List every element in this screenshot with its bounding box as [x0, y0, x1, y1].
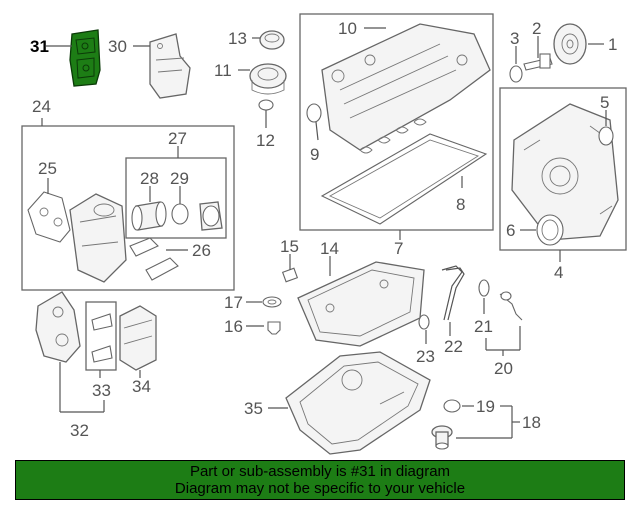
part-28-filter[interactable] [131, 201, 167, 231]
callout-26[interactable]: 26 [192, 241, 211, 260]
callout-3[interactable]: 3 [510, 29, 519, 48]
callout-32[interactable]: 32 [70, 421, 89, 440]
part-11[interactable] [249, 63, 287, 95]
callout-35[interactable]: 35 [244, 399, 263, 418]
part-17-washer[interactable] [262, 296, 282, 308]
dipstick [499, 291, 523, 321]
callout-24[interactable]: 24 [32, 97, 51, 116]
callout-15[interactable]: 15 [280, 237, 299, 256]
callout-22[interactable]: 22 [444, 337, 463, 356]
callout-34[interactable]: 34 [132, 377, 151, 396]
part-29-oring[interactable] [171, 203, 189, 225]
part-13[interactable] [259, 30, 285, 50]
oil-level-sensor [431, 425, 453, 450]
filter-cap [199, 201, 223, 231]
group-box-4 [499, 87, 627, 251]
part-6-seal[interactable] [536, 214, 564, 246]
part-2-bolt[interactable] [523, 53, 553, 71]
part-22-dipstick-tube[interactable] [441, 265, 465, 321]
part-8-gasket[interactable] [320, 133, 488, 225]
callout-10[interactable]: 10 [338, 19, 357, 38]
part-14-oil-pan[interactable] [297, 261, 425, 347]
part-16-plug[interactable] [267, 321, 281, 335]
callout-9[interactable]: 9 [310, 145, 319, 164]
callout-33[interactable]: 33 [92, 381, 111, 400]
oil-filter-housing [69, 193, 127, 283]
callout-19[interactable]: 19 [476, 397, 495, 416]
callout-27[interactable]: 27 [168, 129, 187, 148]
part-12[interactable] [258, 99, 274, 111]
part-15[interactable] [281, 267, 299, 283]
part-34-cover[interactable] [119, 305, 157, 371]
part-35-lower-pan[interactable] [285, 351, 431, 455]
part-33-gaskets[interactable] [91, 313, 113, 363]
callout-20[interactable]: 20 [494, 359, 513, 378]
callout-23[interactable]: 23 [416, 347, 435, 366]
callout-31[interactable]: 31 [30, 37, 49, 56]
group-box-7 [299, 13, 494, 231]
callout-21[interactable]: 21 [474, 317, 493, 336]
info-banner: Part or sub-assembly is #31 in diagram D… [15, 460, 625, 500]
banner-line-1: Part or sub-assembly is #31 in diagram [189, 463, 451, 480]
part-1-pulley[interactable] [553, 23, 587, 65]
group-box-27 [125, 157, 227, 239]
part-32-pump[interactable] [35, 291, 81, 363]
callout-11[interactable]: 11 [214, 61, 232, 80]
part-9[interactable] [306, 103, 322, 123]
callout-7[interactable]: 7 [394, 239, 403, 258]
part-4-cover[interactable] [511, 103, 619, 241]
part-3-washer[interactable] [509, 65, 523, 83]
callout-29[interactable]: 29 [170, 169, 189, 188]
callout-25[interactable]: 25 [38, 159, 57, 178]
callout-1[interactable]: 1 [608, 35, 617, 54]
callout-12[interactable]: 12 [256, 131, 275, 150]
callout-28[interactable]: 28 [140, 169, 159, 188]
part-23-oring[interactable] [418, 314, 430, 330]
part-30[interactable] [149, 33, 191, 99]
callout-5[interactable]: 5 [600, 93, 609, 112]
part-31-highlighted[interactable] [69, 29, 101, 87]
parts-diagram: 31 30 13 11 12 10 9 [21, 13, 627, 455]
banner-line-2: Diagram may not be specific to your vehi… [174, 480, 466, 497]
group-box-24 [21, 125, 235, 291]
callout-16[interactable]: 16 [224, 317, 243, 336]
callout-30[interactable]: 30 [108, 37, 127, 56]
part-19-washer[interactable] [443, 399, 461, 413]
callout-6[interactable]: 6 [506, 221, 515, 240]
callout-18[interactable]: 18 [522, 413, 541, 432]
part-21-oring[interactable] [478, 279, 490, 297]
callout-8[interactable]: 8 [456, 195, 465, 214]
part-25-gasket[interactable] [27, 191, 71, 243]
callout-2[interactable]: 2 [532, 19, 541, 38]
callout-14[interactable]: 14 [320, 239, 339, 258]
gaskets-small [359, 118, 427, 154]
callout-17[interactable]: 17 [224, 293, 243, 312]
part-10-valve-cover[interactable] [321, 23, 491, 151]
callout-4[interactable]: 4 [554, 263, 563, 282]
part-5-seal[interactable] [598, 126, 614, 146]
leader-9 [315, 121, 319, 141]
group-box-33 [85, 301, 117, 371]
callout-13[interactable]: 13 [228, 29, 247, 48]
part-26-gaskets[interactable] [129, 237, 179, 281]
